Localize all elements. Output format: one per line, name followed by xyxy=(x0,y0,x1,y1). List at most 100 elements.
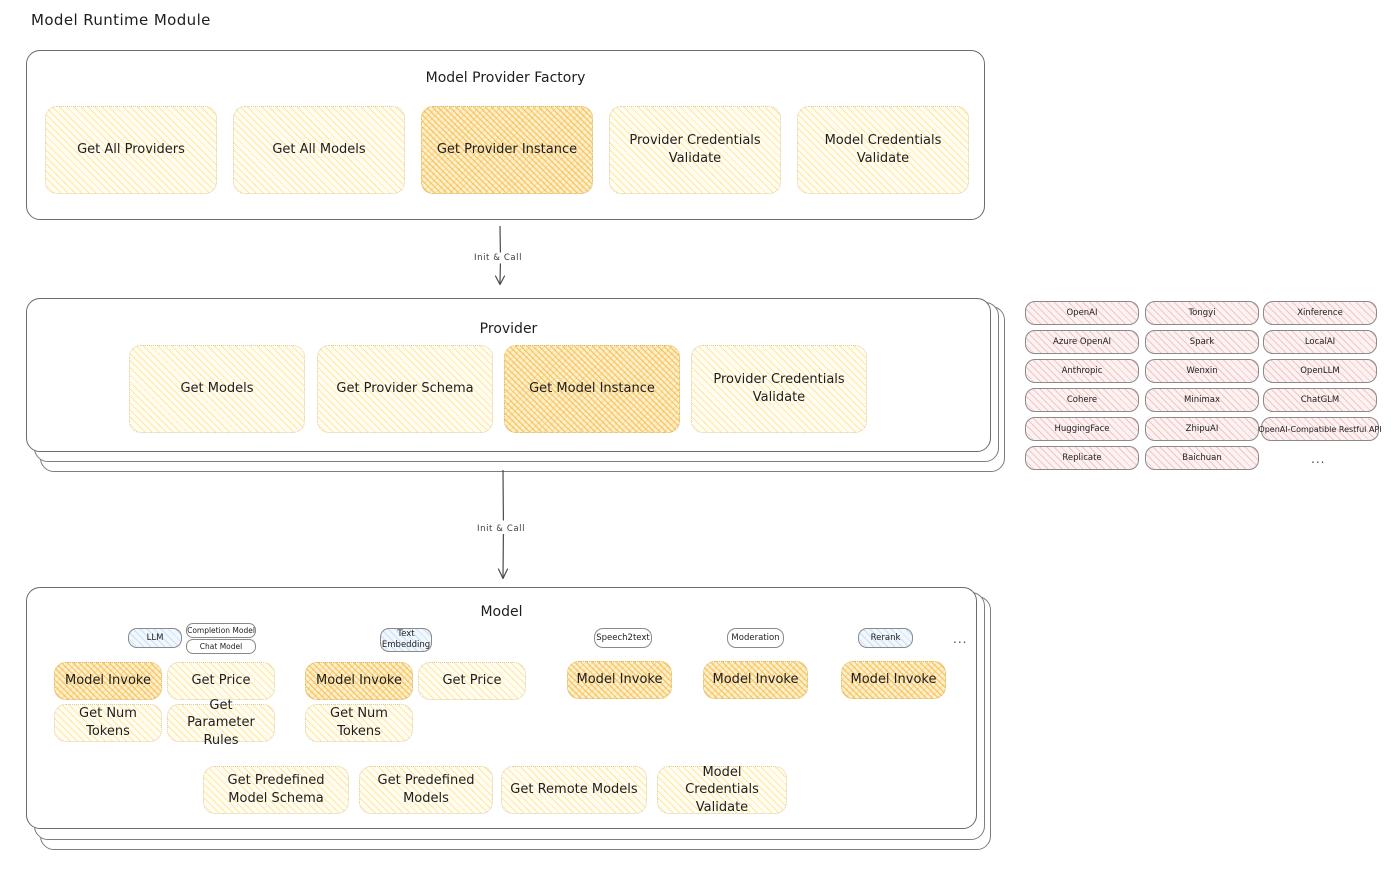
model-badge-speech2text[interactable]: Speech2text xyxy=(594,628,652,648)
model-common-get-remote-models[interactable]: Get Remote Models xyxy=(501,766,647,814)
model-sub-badge-chat-model[interactable]: Chat Model xyxy=(186,639,256,654)
arrow-provider-to-model xyxy=(473,469,543,582)
provider-chip-anthropic[interactable]: Anthropic xyxy=(1025,359,1139,383)
provider-chip-label: OpenAI-Compatible Restful API xyxy=(1258,424,1382,434)
provider-chip-chatglm[interactable]: ChatGLM xyxy=(1263,388,1377,412)
provider-chip-label: Wenxin xyxy=(1186,366,1218,376)
model-badge-moderation[interactable]: Moderation xyxy=(727,628,784,648)
model-common-label: Model Credentials Validate xyxy=(685,764,759,815)
model-method-label: Get Num Tokens xyxy=(79,706,137,739)
provider-method-provider-credentials-validate[interactable]: Provider Credentials Validate xyxy=(691,345,867,433)
provider-chip-label: Baichuan xyxy=(1182,453,1222,463)
provider-chip-wenxin[interactable]: Wenxin xyxy=(1145,359,1259,383)
factory-method-provider-credentials-validate[interactable]: Provider Credentials Validate xyxy=(609,106,781,194)
model-method-llm-model-invoke[interactable]: Model Invoke xyxy=(54,662,162,700)
model-method-rerank-model-invoke[interactable]: Model Invoke xyxy=(841,661,946,699)
model-badge-label: Moderation xyxy=(731,632,780,643)
model-sub-badge-label: Completion Model xyxy=(187,625,255,635)
provider-chip-replicate[interactable]: Replicate xyxy=(1025,446,1139,470)
model-method-llm-get-parameter-rules[interactable]: Get Parameter Rules xyxy=(167,698,275,748)
provider-method-get-provider-schema[interactable]: Get Provider Schema xyxy=(317,345,493,433)
provider-chip-label: Tongyi xyxy=(1188,308,1216,318)
provider-chip-label: ChatGLM xyxy=(1300,395,1340,405)
provider-method-label: Provider Credentials Validate xyxy=(713,372,845,405)
model-method-label: Model Invoke xyxy=(316,673,402,689)
model-common-get-predefined-models[interactable]: Get Predefined Models xyxy=(359,766,493,814)
factory-method-label: Get Provider Instance xyxy=(436,142,578,158)
page-title: Model Runtime Module xyxy=(31,11,211,29)
model-common-label: Get Predefined Models xyxy=(377,773,475,806)
arrow-icon xyxy=(497,469,509,580)
model-common-get-predefined-model-schema[interactable]: Get Predefined Model Schema xyxy=(203,766,349,814)
provider-chip-huggingface[interactable]: HuggingFace xyxy=(1025,417,1139,441)
factory-method-label: Model Credentials Validate xyxy=(824,133,942,166)
arrow-factory-to-provider xyxy=(470,225,540,288)
provider-chip-zhipuai[interactable]: ZhipuAI xyxy=(1145,417,1259,441)
provider-chip-label: OpenLLM xyxy=(1300,366,1340,376)
provider-list-more: ... xyxy=(1311,452,1326,466)
provider-chip-openai-compatible-restful-api[interactable]: OpenAI-Compatible Restful API xyxy=(1258,417,1382,441)
provider-chip-azure-openai[interactable]: Azure OpenAI xyxy=(1025,330,1139,354)
model-common-label: Get Predefined Model Schema xyxy=(227,773,325,806)
provider-chip-openai[interactable]: OpenAI xyxy=(1025,301,1139,325)
factory-method-get-provider-instance[interactable]: Get Provider Instance xyxy=(421,106,593,194)
model-method-text-embedding-model-invoke[interactable]: Model Invoke xyxy=(305,662,413,700)
provider-chip-tongyi[interactable]: Tongyi xyxy=(1145,301,1259,325)
provider-chip-label: Cohere xyxy=(1066,395,1098,405)
arrow-icon xyxy=(494,225,506,286)
model-method-text-embedding-get-num-tokens[interactable]: Get Num Tokens xyxy=(305,704,413,742)
arrow-label-init-and-call-1: Init & Call xyxy=(471,253,526,263)
provider-chip-label: Spark xyxy=(1189,337,1215,347)
model-method-label: Get Parameter Rules xyxy=(187,697,255,748)
provider-method-label: Get Model Instance xyxy=(529,381,655,397)
provider-method-label: Get Provider Schema xyxy=(336,381,474,397)
provider-chip-localai[interactable]: LocalAI xyxy=(1263,330,1377,354)
factory-method-label: Get All Providers xyxy=(77,142,185,158)
factory-method-model-credentials-validate[interactable]: Model Credentials Validate xyxy=(797,106,969,194)
model-common-model-credentials-validate[interactable]: Model Credentials Validate xyxy=(657,764,787,815)
model-method-label: Get Price xyxy=(442,673,502,689)
model-method-label: Model Invoke xyxy=(850,672,937,688)
model-method-text-embedding-get-price[interactable]: Get Price xyxy=(418,662,526,700)
provider-chip-xinference[interactable]: Xinference xyxy=(1263,301,1377,325)
model-method-label: Model Invoke xyxy=(576,672,663,688)
model-method-speech2text-model-invoke[interactable]: Model Invoke xyxy=(567,661,672,699)
provider-chip-label: ZhipuAI xyxy=(1185,424,1219,434)
model-method-label: Model Invoke xyxy=(65,673,151,689)
model-method-label: Model Invoke xyxy=(712,672,799,688)
model-method-llm-get-price[interactable]: Get Price xyxy=(167,662,275,700)
provider-method-label: Get Models xyxy=(180,381,254,397)
provider-chip-label: Replicate xyxy=(1062,453,1102,463)
model-method-label: Get Num Tokens xyxy=(330,706,388,739)
provider-chip-cohere[interactable]: Cohere xyxy=(1025,388,1139,412)
provider-chip-label: HuggingFace xyxy=(1054,424,1110,434)
arrow-label-init-and-call-2: Init & Call xyxy=(474,524,529,534)
model-groups-more: ... xyxy=(953,632,968,646)
provider-chip-label: Azure OpenAI xyxy=(1053,337,1111,347)
model-sub-badge-completion-model[interactable]: Completion Model xyxy=(186,623,256,638)
provider-chip-label: Minimax xyxy=(1184,395,1220,405)
model-badge-label: Rerank xyxy=(870,632,901,643)
factory-method-get-all-models[interactable]: Get All Models xyxy=(233,106,405,194)
provider-chip-minimax[interactable]: Minimax xyxy=(1145,388,1259,412)
model-badge-label: LLM xyxy=(146,632,164,643)
factory-method-get-all-providers[interactable]: Get All Providers xyxy=(45,106,217,194)
model-method-llm-get-num-tokens[interactable]: Get Num Tokens xyxy=(54,704,162,742)
factory-method-label: Provider Credentials Validate xyxy=(629,133,761,166)
provider-method-get-model-instance[interactable]: Get Model Instance xyxy=(504,345,680,433)
model-badge-llm[interactable]: LLM xyxy=(128,628,182,648)
model-badge-label: Speech2text xyxy=(596,632,650,643)
provider-chip-label: Xinference xyxy=(1297,308,1343,318)
model-badge-rerank[interactable]: Rerank xyxy=(858,628,913,648)
model-method-moderation-model-invoke[interactable]: Model Invoke xyxy=(703,661,808,699)
model-common-label: Get Remote Models xyxy=(510,782,638,798)
provider-method-get-models[interactable]: Get Models xyxy=(129,345,305,433)
model-badge-text-embedding[interactable]: Text Embedding xyxy=(380,628,432,652)
provider-chip-openllm[interactable]: OpenLLM xyxy=(1263,359,1377,383)
factory-method-label: Get All Models xyxy=(272,142,366,158)
provider-chip-spark[interactable]: Spark xyxy=(1145,330,1259,354)
model-badge-label: Text Embedding xyxy=(381,629,431,650)
provider-chip-label: OpenAI xyxy=(1066,308,1098,318)
provider-chip-label: LocalAI xyxy=(1304,337,1336,347)
provider-chip-baichuan[interactable]: Baichuan xyxy=(1145,446,1259,470)
